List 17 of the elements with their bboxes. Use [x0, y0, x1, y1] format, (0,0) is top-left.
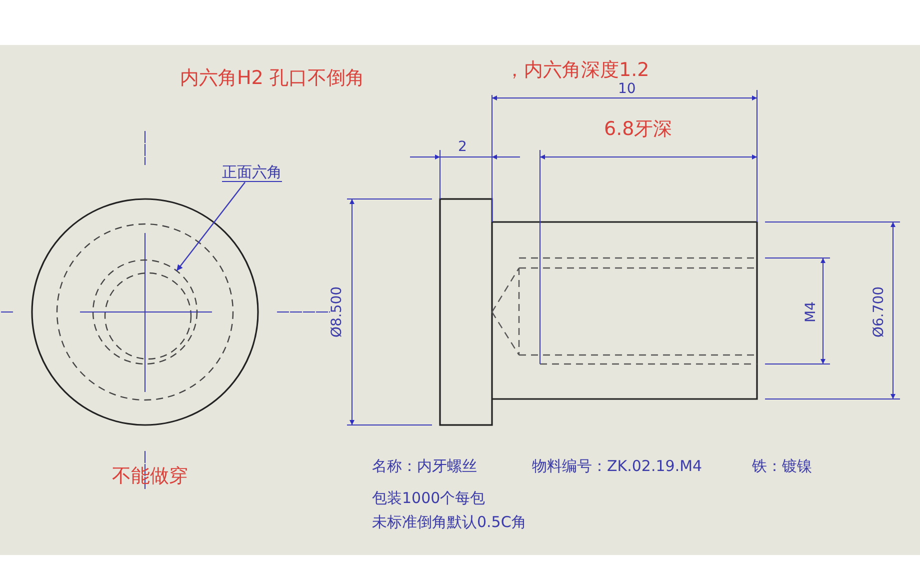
callout-text: 正面六角	[222, 164, 282, 182]
spec-text: 铁：镀镍	[752, 458, 812, 476]
hexagon-socket-outline	[92, 259, 198, 365]
note-text: 内六角H2 孔口不倒角	[180, 68, 364, 90]
note-text: 6.8牙深	[604, 119, 672, 141]
note-text: ，内六角深度1.2	[505, 60, 650, 82]
spec-text: 未标准倒角默认0.5C角	[372, 514, 526, 532]
note-text: 不能做穿	[112, 466, 188, 488]
dimension-text: 2	[458, 139, 467, 156]
spec-text: 名称：内牙螺丝	[372, 458, 477, 476]
dimension-text: Ø8.500	[328, 286, 346, 338]
dimension-text: Ø6.700	[870, 286, 888, 338]
leader-line	[176, 182, 246, 272]
dimension-text: 10	[618, 81, 636, 98]
spec-text: 包装1000个每包	[372, 490, 486, 508]
dimension-text: M4	[802, 302, 820, 322]
spec-text: 物料编号：ZK.02.19.M4	[532, 458, 702, 476]
